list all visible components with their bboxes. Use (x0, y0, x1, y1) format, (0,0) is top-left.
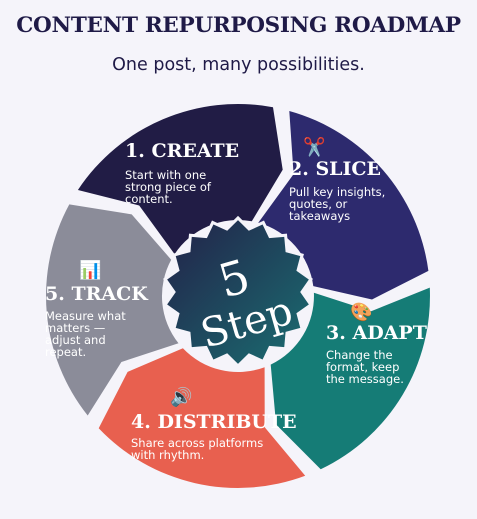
segment-slice (258, 111, 429, 300)
palette-icon: 🎨 (350, 301, 372, 323)
step-desc: Start with one strong piece of content. (125, 168, 215, 206)
step-desc: Measure what matters — adjust and repeat… (45, 309, 129, 359)
segments (46, 103, 430, 488)
step-create: 1. CREATE Start with one strong piece of… (125, 140, 239, 206)
segment-adapt (270, 287, 430, 470)
segment-create (77, 103, 283, 255)
step-title: 1. CREATE (125, 140, 239, 162)
step-distribute: 🔊 4. DISTRIBUTE Share across platforms w… (131, 386, 297, 462)
speaker-icon: 🔊 (170, 386, 192, 408)
segment-distribute (98, 348, 306, 488)
page-title: CONTENT REPURPOSING ROADMAP (16, 13, 461, 38)
center-badge (163, 215, 313, 369)
step-title: 5. TRACK (45, 283, 149, 305)
step-track: 📊 5. TRACK Measure what matters — adjust… (45, 259, 149, 359)
page-subtitle: One post, many possibilities. (112, 55, 365, 75)
step-desc: Pull key insights, quotes, or takeaways (289, 185, 389, 223)
step-adapt: 🎨 3. ADAPT Change the format, keep the m… (326, 301, 427, 386)
step-title: 3. ADAPT (326, 322, 427, 344)
scissors-icon: ✂️ (303, 136, 325, 158)
step-desc: Share across platforms with rhythm. (131, 436, 267, 462)
bar-chart-icon: 📊 (79, 259, 101, 281)
step-title: 4. DISTRIBUTE (131, 411, 297, 433)
segment-track (46, 204, 179, 416)
step-desc: Change the format, keep the message. (326, 348, 404, 386)
step-title: 2. SLICE (289, 158, 381, 180)
step-slice: ✂️ 2. SLICE Pull key insights, quotes, o… (289, 136, 389, 223)
